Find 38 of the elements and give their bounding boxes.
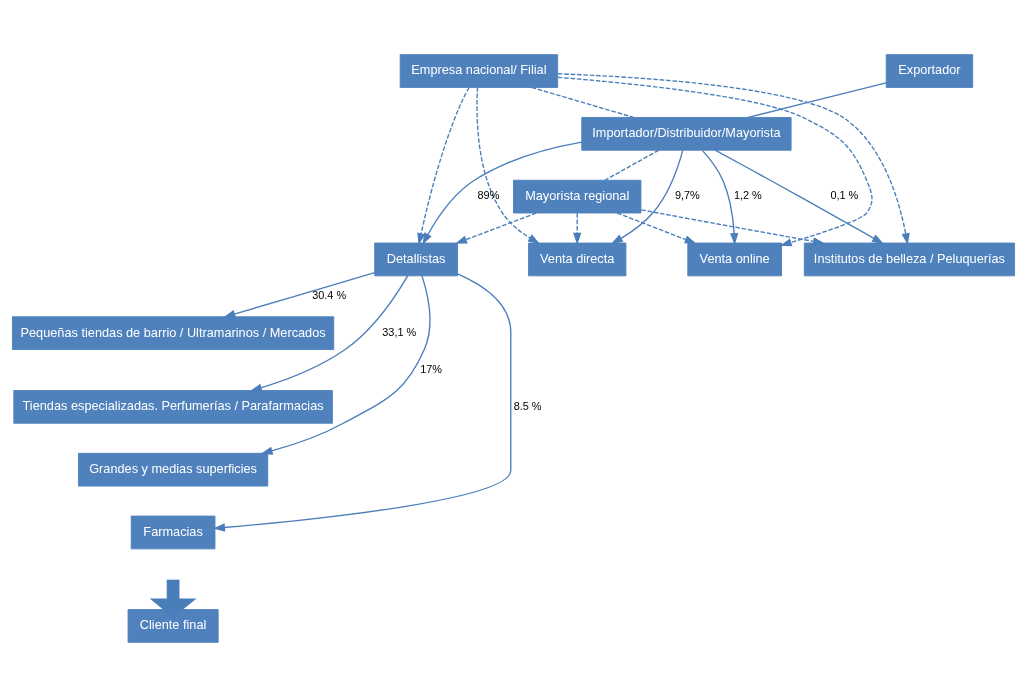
connector — [531, 86, 635, 119]
edge-label: 0,1 % — [830, 189, 859, 202]
connector — [747, 82, 887, 119]
arrow — [455, 212, 537, 244]
edge-label: 33,1 % — [382, 325, 417, 338]
node-box: Farmacias — [130, 515, 216, 550]
arrow — [213, 273, 512, 532]
node-box: Exportador — [885, 54, 974, 88]
node-box: Empresa nacional/ Filial — [399, 54, 559, 88]
arrow — [573, 212, 582, 245]
node-box: Tiendas especializadas. Perfumerías / Parafarmacias — [13, 390, 333, 424]
arrow — [616, 212, 697, 244]
node-box: Institutos de belleza / Peluquerías — [803, 242, 1015, 277]
arrow — [714, 149, 884, 244]
node-box: Importador/Distribuidor/Mayorista — [581, 117, 792, 151]
node-box: Venta directa — [528, 242, 627, 277]
arrow — [611, 149, 684, 244]
edge-label: 17% — [420, 362, 443, 375]
arrow — [417, 86, 470, 245]
node-box: Venta online — [687, 242, 782, 277]
connector — [604, 149, 660, 181]
node-box: Cliente final — [127, 609, 219, 643]
edge-label: 30.4 % — [312, 289, 347, 302]
node-box: Detallistas — [374, 242, 458, 277]
node-box: Grandes y medias superficies — [78, 452, 269, 487]
arrow — [701, 149, 739, 245]
edge-label: 89% — [477, 189, 500, 202]
arrow — [640, 209, 825, 246]
edge-label: 9,7% — [674, 189, 700, 202]
arrow — [476, 86, 540, 244]
arrow — [223, 271, 376, 318]
edge-label: 1,2 % — [733, 189, 762, 202]
node-box: Pequeñas tiendas de barrio / Ultramarinos / Mercados — [12, 316, 335, 350]
arrow — [260, 275, 431, 455]
arrow — [250, 275, 409, 392]
edge-label: 8.5 % — [513, 399, 542, 412]
node-box: Mayorista regional — [513, 179, 642, 214]
arrow — [422, 141, 583, 245]
